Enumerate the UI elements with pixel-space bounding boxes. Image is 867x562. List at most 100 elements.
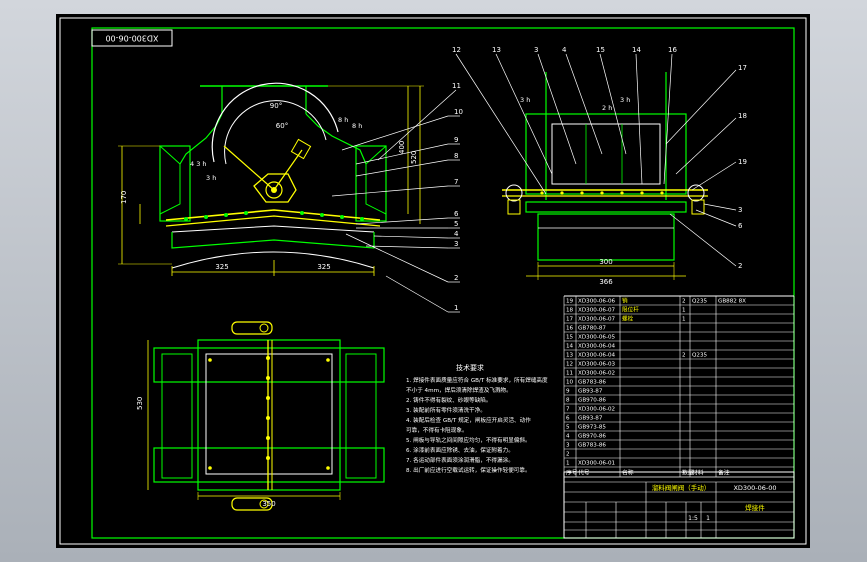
side-view: 3 h 3 h 2 h 300 366 — [502, 72, 708, 286]
callout-side-18: 18 — [738, 112, 747, 120]
parts-cell-code: XD300-06-07 — [578, 317, 616, 323]
callout-top-12: 12 — [452, 46, 461, 54]
parts-cell-name: 销 — [622, 297, 628, 305]
drawing-frame — [91, 27, 795, 539]
weld-note-2: 3 h — [206, 174, 216, 182]
front-view: 90° 60° 4 3 h 3 h 8 h 8 h 325 325 170 40… — [118, 82, 424, 276]
callout-front-11: 11 — [452, 82, 461, 90]
title-block-scale: 1:5 — [688, 515, 698, 522]
parts-cell-no: 6 — [566, 416, 570, 422]
parts-cell-code: GB970-86 — [578, 398, 606, 404]
callout-top-3: 3 — [534, 46, 538, 54]
parts-cell-qty: 2 — [682, 299, 686, 305]
parts-cell-qty: 1 — [682, 308, 686, 314]
callout-side-17: 17 — [738, 64, 747, 72]
drawing-number-box: XD300-06-00 — [91, 29, 173, 47]
cad-drawing: XD300-06-00 — [59, 17, 807, 545]
callout-6: 6 — [454, 210, 459, 218]
title-block-drawing-no: XD300-06-00 — [733, 484, 776, 492]
tech-req-line-3: 2. 铸件不得有裂纹、砂眼等缺陷。 — [406, 396, 491, 404]
dim-right-325: 325 — [317, 263, 330, 271]
parts-cell-code: GB970-86 — [578, 434, 606, 440]
side-dim-300: 300 — [599, 258, 612, 266]
title-block-title: 溜料阀闸阀（手动） — [652, 483, 711, 492]
parts-cell-name: 限位杆 — [622, 306, 639, 314]
dim-520: 520 — [410, 151, 418, 164]
tech-req-line-1: 1. 焊接件表面质量应符合 GB/T 标准要求，所有焊缝高度 — [406, 376, 548, 384]
parts-cell-no: 12 — [566, 362, 573, 368]
parts-cell-no: 1 — [566, 461, 570, 467]
parts-cell-code: XD300-06-07 — [578, 308, 616, 314]
tech-req-line-5: 4. 装配后检查 GB/T 规定，闸板应开启灵活、动作 — [406, 416, 531, 424]
tech-req-line-8: 6. 涂漆前表面应除锈、去油，保证附着力。 — [406, 446, 514, 454]
parts-cell-code: XD300-06-02 — [578, 407, 615, 413]
weld-note-3: 8 h — [338, 116, 348, 124]
callout-4: 4 — [454, 230, 459, 238]
parts-cell-code: XD300-06-01 — [578, 461, 616, 467]
parts-cell-code: XD300-06-05 — [578, 335, 616, 341]
parts-cell-code: GB783-86 — [578, 443, 606, 449]
parts-cell-no: 19 — [566, 299, 574, 305]
parts-cell-code: GB783-86 — [578, 380, 606, 386]
callout-top-14: 14 — [632, 46, 641, 54]
tech-req-line-9: 7. 各运动部件表面须涂润滑脂，不得漏涂。 — [406, 456, 514, 464]
parts-cell-name: 螺栓 — [622, 315, 634, 323]
parts-cell-no: 17 — [566, 317, 574, 323]
parts-cell-no: 11 — [566, 371, 574, 377]
parts-cell-no: 9 — [566, 389, 570, 395]
tech-req-title: 技术要求 — [456, 363, 484, 372]
parts-cell-no: 3 — [566, 443, 570, 449]
side-weld-note-1: 3 h — [520, 96, 530, 104]
parts-cell-no: 15 — [566, 335, 574, 341]
parts-cell-code: XD300-06-02 — [578, 371, 615, 377]
parts-cell-code: GB973-85 — [578, 425, 606, 431]
weld-note-1: 4 3 h — [190, 160, 207, 168]
drawing-sheet: XD300-06-00 — [56, 14, 810, 548]
parts-cell-no: 5 — [566, 425, 570, 431]
technical-requirements: 技术要求 1. 焊接件表面质量应符合 GB/T 标准要求，所有焊缝高度 不小于 … — [406, 363, 548, 474]
parts-cell-mat: Q235 — [692, 353, 708, 359]
parts-cell-code: XD300-06-04 — [578, 353, 616, 359]
angle-label-60: 60° — [276, 122, 288, 130]
parts-cell-mat: Q235 — [692, 299, 708, 305]
plan-dim-530: 530 — [136, 397, 144, 410]
dim-left-325: 325 — [215, 263, 228, 271]
parts-cell-code: GB780-87 — [578, 326, 606, 332]
callout-top-4: 4 — [562, 46, 567, 54]
side-weld-note-3: 2 h — [602, 104, 612, 112]
callout-10: 10 — [454, 108, 463, 116]
callout-side-6: 6 — [738, 222, 743, 230]
parts-cell-no: 4 — [566, 434, 570, 440]
front-callouts — [331, 115, 460, 313]
parts-cell-code: GB93-87 — [578, 416, 603, 422]
sheet-border — [59, 17, 807, 545]
parts-cell-no: 13 — [566, 353, 574, 359]
tech-req-line-4: 3. 装配前所有零件须清洗干净。 — [406, 406, 486, 414]
parts-cell-code: XD300-06-06 — [578, 299, 616, 305]
weld-note-4: 8 h — [352, 122, 362, 130]
callout-7: 7 — [454, 178, 458, 186]
dim-400: 400 — [398, 141, 406, 154]
parts-cell-no: 14 — [566, 344, 574, 350]
parts-cell-code: XD300-06-03 — [578, 362, 616, 368]
tech-req-line-10: 8. 出厂前应进行空载试运转，保证操作轻便可靠。 — [406, 466, 531, 474]
plan-dim-350: 350 — [262, 500, 275, 508]
tech-req-line-7: 5. 闸板与导轨之间间隙应均匀，不得有明显偏斜。 — [406, 436, 531, 444]
parts-cell-qty: 1 — [682, 317, 686, 323]
side-weld-note-2: 3 h — [620, 96, 630, 104]
tech-req-line-2: 不小于 4mm，焊后须清除焊渣及飞溅物。 — [406, 386, 512, 394]
parts-cell-qty: 2 — [682, 353, 686, 359]
plan-view: 530 350 — [136, 321, 385, 511]
title-block: 溜料阀闸阀（手动） XD300-06-00 焊接件 1:5 1 — [563, 471, 795, 539]
parts-cell-code: GB93-87 — [578, 389, 603, 395]
title-block-material: 焊接件 — [745, 503, 765, 512]
title-block-sheet: 1 — [706, 515, 710, 522]
parts-cell-no: 2 — [566, 452, 570, 458]
callout-top-15: 15 — [596, 46, 605, 54]
tech-req-line-6: 可靠，不得有卡阻现象。 — [406, 426, 468, 434]
parts-cell-no: 16 — [566, 326, 574, 332]
callout-side-3: 3 — [738, 206, 742, 214]
parts-cell-no: 10 — [566, 380, 574, 386]
front-callout-labels: 10 9 8 7 6 5 4 3 2 1 — [454, 108, 463, 312]
